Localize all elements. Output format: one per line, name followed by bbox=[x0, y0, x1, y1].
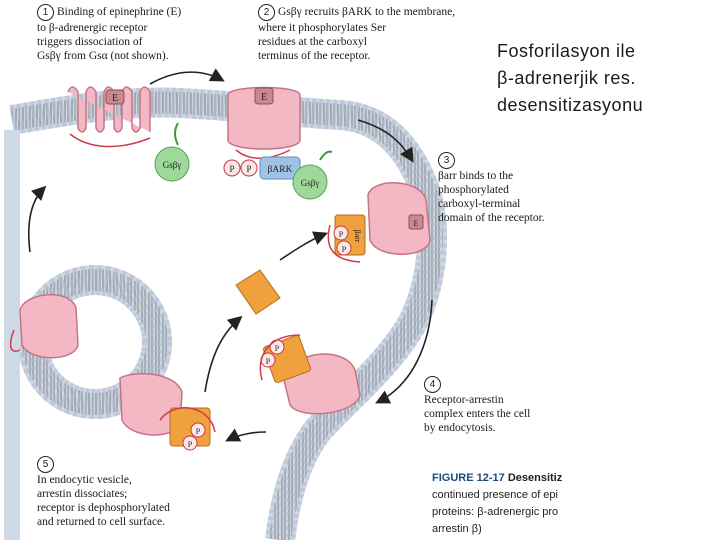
figure-caption: FIGURE 12-17 Desensitiz continued presen… bbox=[432, 470, 582, 538]
phosphate-4a: P bbox=[269, 339, 285, 355]
bark-label: βARK bbox=[268, 165, 293, 175]
figure-line3: proteins: β-adrenergic pro bbox=[432, 506, 559, 518]
phosphate-3b: P bbox=[336, 240, 352, 256]
g-beta-gamma-label-2: Gsβγ bbox=[301, 178, 320, 188]
arrow-arrestin-to-3 bbox=[279, 231, 328, 261]
step1-line2: to β-adrenergic receptor bbox=[37, 22, 148, 34]
phosphate-3a: P bbox=[333, 225, 349, 241]
receptor-step3: E bbox=[367, 182, 431, 255]
step2-line2: where it phosphorylates Ser bbox=[258, 22, 387, 34]
arrow-3-to-4 bbox=[375, 299, 433, 404]
arrestin-free bbox=[235, 269, 281, 315]
step1-number: 1 bbox=[37, 4, 54, 21]
step1-line4: Gsβγ from Gsα (not shown). bbox=[37, 50, 169, 62]
step3-number: 3 bbox=[438, 152, 455, 169]
barr-label-3: βarr bbox=[353, 230, 362, 243]
g-beta-gamma-2: Gsβγ bbox=[292, 150, 333, 200]
figure-line4: arrestin β) bbox=[432, 523, 482, 535]
step3-line2: phosphorylated bbox=[438, 184, 509, 196]
slide-title-line3: desensitizasyonu bbox=[497, 95, 644, 115]
slide-title: Fosforilasyon ile β-adrenerjik res. dese… bbox=[497, 38, 717, 119]
arrow-1-to-2 bbox=[149, 68, 225, 85]
step4-number: 4 bbox=[424, 376, 441, 393]
phosphate-5a: P bbox=[190, 422, 206, 438]
arrow-4-to-5 bbox=[225, 428, 267, 442]
step2-line1: Gsβγ recruits βARK to the membrane, bbox=[278, 6, 456, 18]
step5-line3: receptor is dephosphorylated bbox=[37, 502, 170, 514]
ligand-label-1: E bbox=[112, 93, 118, 104]
arrow-2-to-3 bbox=[357, 119, 414, 163]
step5-line4: and returned to cell surface. bbox=[37, 516, 166, 528]
step2-line4: terminus of the receptor. bbox=[258, 50, 371, 62]
ligand-label-2: E bbox=[261, 92, 267, 103]
figure-label: FIGURE 12-17 bbox=[432, 472, 505, 484]
phosphate-label-4b: P bbox=[266, 357, 271, 366]
step2-number: 2 bbox=[258, 4, 275, 21]
step5-number: 5 bbox=[37, 456, 54, 473]
receptor-step2: E bbox=[227, 86, 301, 159]
cycle-arrows bbox=[27, 68, 433, 442]
step1-line3: triggers dissociation of bbox=[37, 36, 143, 48]
step3-caption: 3 βarr binds to the phosphorylated carbo… bbox=[438, 152, 608, 225]
phosphate-label-3a: P bbox=[339, 230, 344, 239]
g-beta-gamma-label-1: Gsβγ bbox=[163, 160, 182, 170]
c-terminal-tail-3 bbox=[327, 224, 361, 263]
step2-line3: residues at the carboxyl bbox=[258, 36, 367, 48]
step5-line1: In endocytic vesicle, bbox=[37, 474, 132, 486]
phosphate-label-4a: P bbox=[275, 344, 280, 353]
phosphate-label-5a: P bbox=[196, 427, 201, 436]
cell-membrane bbox=[9, 87, 448, 542]
c-terminal-tail-5 bbox=[159, 407, 216, 433]
step3-line4: domain of the receptor. bbox=[438, 212, 545, 224]
g-beta-gamma-1: Gsβγ bbox=[154, 122, 190, 182]
ligand-epinephrine-1: E bbox=[105, 89, 125, 105]
ligand-label-3: E bbox=[414, 219, 419, 228]
step4-line3: by endocytosis. bbox=[424, 422, 496, 434]
step3-line3: carboxyl-terminal bbox=[438, 198, 521, 210]
step4-line1: Receptor-arrestin bbox=[424, 394, 504, 406]
step3-line1: βarr binds to the bbox=[438, 170, 514, 182]
step1-line1: Binding of epinephrine (E) bbox=[57, 6, 182, 18]
phosphate-2b: P bbox=[240, 159, 258, 177]
step5-line2: arrestin dissociates; bbox=[37, 488, 128, 500]
phosphate-label-3b: P bbox=[342, 245, 347, 254]
arrow-5-to-arrestin bbox=[204, 315, 243, 393]
slide-title-line1: Fosforilasyon ile bbox=[497, 41, 636, 61]
step4-line2: complex enters the cell bbox=[424, 408, 531, 420]
figure-line2: continued presence of epi bbox=[432, 489, 558, 501]
phosphate-label-5b: P bbox=[188, 440, 193, 449]
step4-caption: 4 Receptor-arrestin complex enters the c… bbox=[424, 376, 594, 435]
c-terminal-tail-4 bbox=[259, 334, 301, 381]
step5-caption: 5 In endocytic vesicle, arrestin dissoci… bbox=[37, 456, 237, 529]
slide-title-line2: β-adrenerjik res. bbox=[497, 68, 636, 88]
phosphate-5b: P bbox=[182, 435, 198, 451]
phosphate-label-2b: P bbox=[246, 164, 251, 174]
receptor-step1 bbox=[67, 86, 151, 148]
phosphate-label-2a: P bbox=[229, 164, 234, 174]
figure-title: Desensitiz bbox=[507, 472, 563, 484]
receptor-vesicle-top bbox=[9, 294, 79, 359]
arrow-5-to-1 bbox=[27, 185, 47, 253]
phosphate-2a: P bbox=[223, 159, 241, 177]
